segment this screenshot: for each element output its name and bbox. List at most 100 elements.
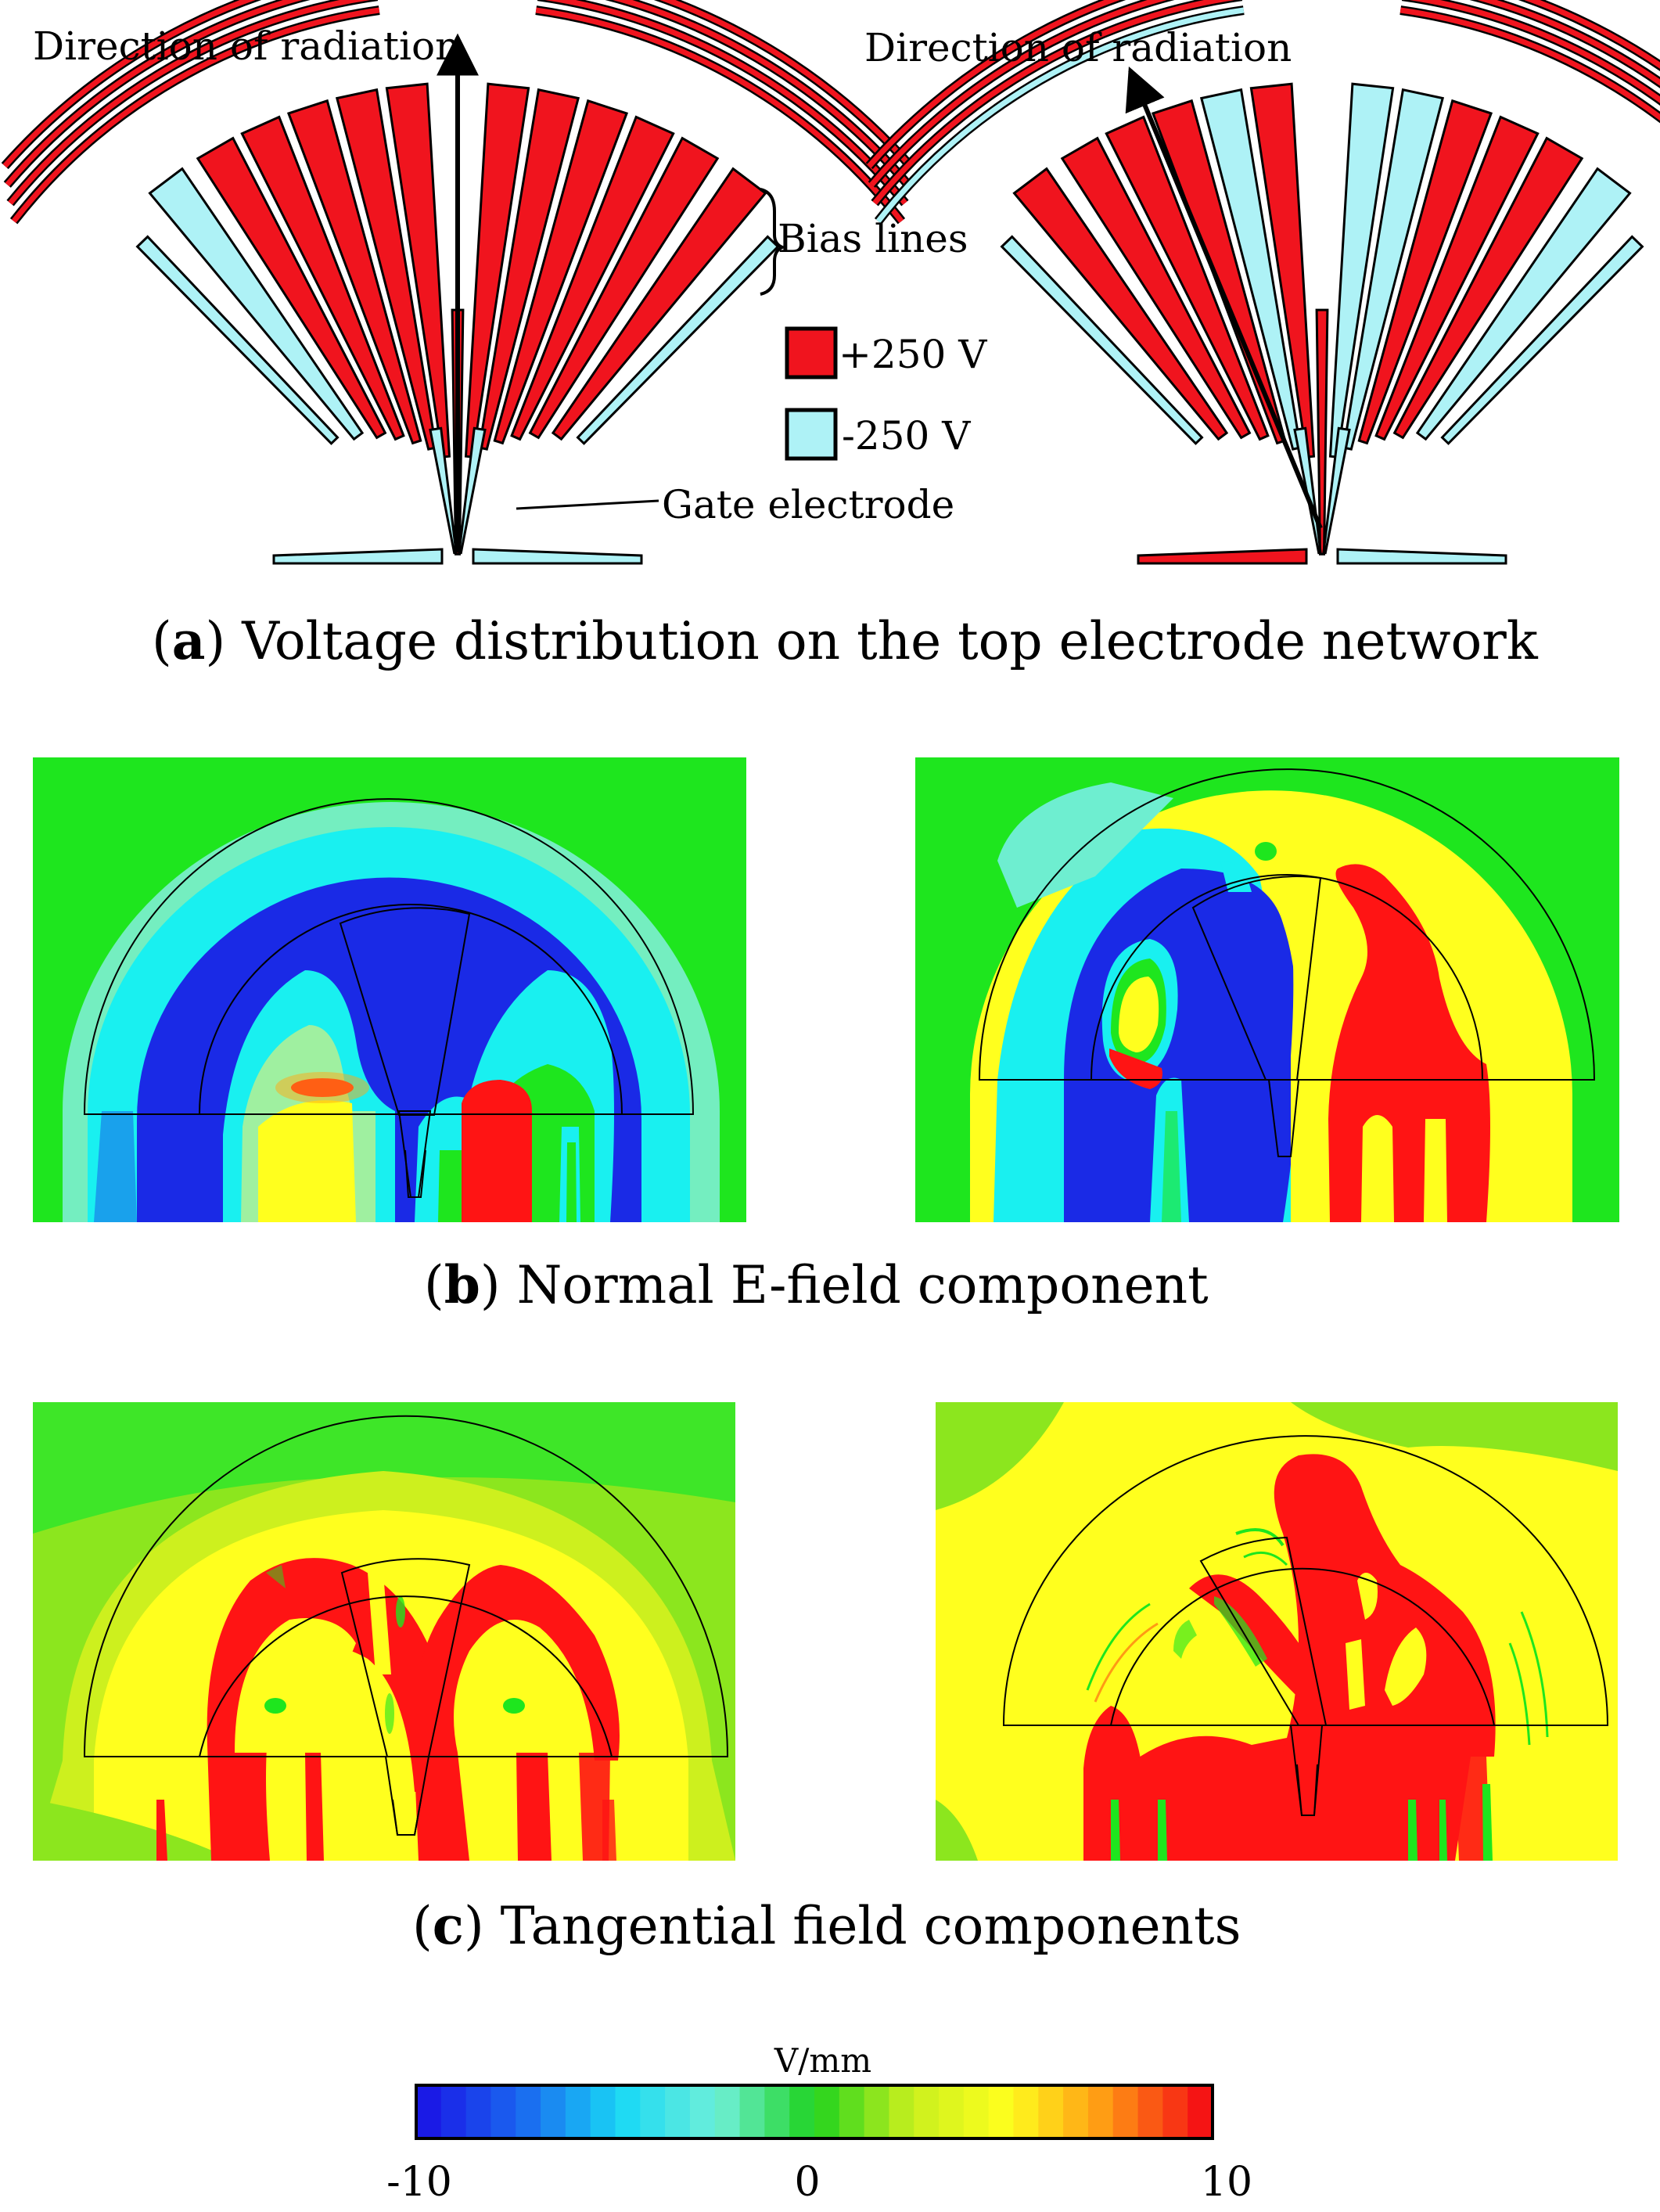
electrode-finger (240, 115, 405, 441)
colorbar-band (541, 2085, 566, 2138)
bias-line-fill (659, 0, 913, 168)
colorbar-band (689, 2085, 716, 2138)
electrode-finger (135, 235, 340, 445)
colorbar-band (490, 2085, 516, 2138)
tangential-field-outline-left (83, 1415, 729, 1836)
colorbar-band (465, 2085, 492, 2138)
caption-b-text: Normal E-field component (501, 1255, 1209, 1315)
colorbar-band (714, 2085, 741, 2138)
colorbar-band (416, 2085, 442, 2138)
electrode-finger (551, 167, 767, 441)
electrode-finger (493, 99, 629, 445)
gate-electrode (1315, 308, 1329, 556)
colorbar-band (789, 2085, 815, 2138)
legend-positive-swatch (785, 326, 838, 379)
normal-field-outline-right (978, 768, 1596, 1157)
bias-line-fill (1408, 0, 1660, 104)
colorbar-band (1063, 2085, 1089, 2138)
electrode-finger (148, 167, 365, 441)
gate-electrode-label: Gate electrode (662, 482, 954, 527)
electrode-finger (196, 136, 387, 440)
normal-field-map-left (33, 757, 746, 1222)
bias-line-fill (872, 0, 1236, 205)
colorbar-bands (415, 2084, 1214, 2140)
caption-c-text: Tangential field components (484, 1896, 1241, 1956)
gate-leader-line (516, 499, 659, 510)
colorbar-band (839, 2085, 865, 2138)
legend-negative-swatch (785, 408, 838, 461)
electrode-finger (1392, 136, 1584, 440)
electrode-finger (1012, 167, 1229, 441)
colorbar-unit: V/mm (774, 2041, 871, 2080)
colorbar-band (1162, 2085, 1188, 2138)
colorbar-band (1038, 2085, 1064, 2138)
colorbar-band (565, 2085, 591, 2138)
feed-line-right (472, 548, 643, 565)
feed-line-right (1336, 548, 1507, 565)
caption-b: (b) Normal E-field component (424, 1254, 1209, 1315)
colorbar-min-label: -10 (386, 2159, 452, 2206)
colorbar-band (939, 2085, 965, 2138)
colorbar-band (590, 2085, 616, 2138)
colorbar-band (1013, 2085, 1039, 2138)
right-radiation-arrow (1125, 67, 1323, 530)
legend-negative-label: -250 V (842, 413, 971, 459)
caption-a-letter: a (172, 610, 206, 671)
bias-line-fill (11, 7, 380, 223)
electrode-finger (1060, 136, 1252, 440)
electrode-finger (1000, 235, 1204, 445)
bias-line-fill (5, 0, 304, 187)
colorbar-band (665, 2085, 691, 2138)
bias-line-fill (1400, 7, 1660, 121)
bias-line-fill (875, 7, 1245, 223)
electrode-finger (1440, 235, 1644, 445)
colorbar-band (814, 2085, 840, 2138)
bias-line-fill (8, 0, 372, 205)
bias-line-fill (535, 7, 904, 223)
colorbar-band (615, 2085, 641, 2138)
colorbar-band (640, 2085, 666, 2138)
left-electrode-network (1, 0, 914, 565)
electrode-finger (1415, 167, 1632, 441)
colorbar-band (516, 2085, 541, 2138)
caption-c-letter: c (433, 1895, 464, 1956)
gate-side-strip (1322, 426, 1351, 555)
bias-line-fill (2, 0, 257, 168)
colorbar-band (1087, 2085, 1114, 2138)
bias-lines-label: Bias lines (778, 216, 968, 261)
feed-line-left (1137, 548, 1308, 565)
bias-lines-brace (760, 188, 787, 296)
colorbar-band (963, 2085, 990, 2138)
bias-line-fill (869, 0, 1168, 187)
caption-c: (c) Tangential field components (412, 1895, 1241, 1956)
colorbar-band (914, 2085, 940, 2138)
colorbar-band (764, 2085, 790, 2138)
right-electrode-network (865, 0, 1660, 565)
electrode-finger (576, 235, 780, 445)
colorbar-band (889, 2085, 914, 2138)
feed-line-left (272, 548, 444, 565)
normal-field-map-right (915, 757, 1619, 1222)
tangential-field-outline-right (1002, 1435, 1609, 1816)
colorbar: V/mm -10 0 10 (386, 2041, 1252, 2206)
bias-line-fill (612, 0, 911, 187)
electrode-finger (1357, 99, 1493, 445)
gate-side-strip (458, 426, 487, 555)
bias-line-fill (867, 0, 1121, 168)
caption-a: (a) Voltage distribution on the top elec… (152, 610, 1539, 671)
colorbar-band (739, 2085, 765, 2138)
colorbar-frame (415, 2084, 1214, 2140)
voltage-distribution-panel: Direction of radiation Direction of radi… (1, 0, 1660, 671)
tangential-field-map-right (936, 1402, 1618, 1861)
electrode-finger (286, 99, 422, 445)
gate-side-strip (1293, 426, 1322, 555)
electrode-finger (1374, 115, 1540, 441)
bias-line-fill (544, 0, 907, 205)
tangential-field-map-left (33, 1402, 735, 1861)
colorbar-band (988, 2085, 1015, 2138)
normal-field-outline-left (83, 798, 695, 1198)
colorbar-band (1188, 2085, 1213, 2138)
right-direction-label: Direction of radiation (864, 25, 1292, 70)
bias-line-fill (1476, 0, 1660, 86)
